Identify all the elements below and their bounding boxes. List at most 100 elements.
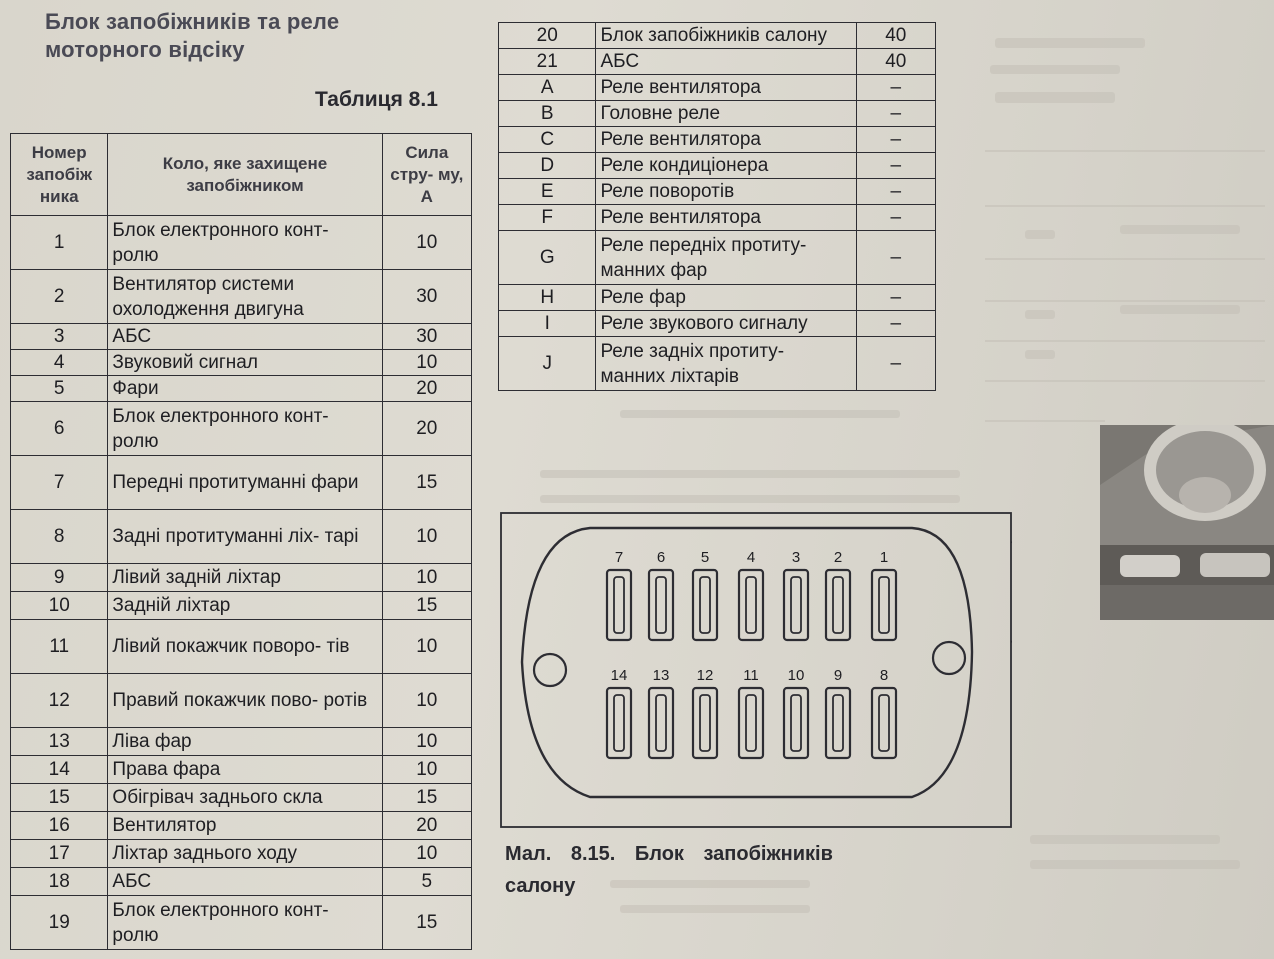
relay-current: – (855, 230, 937, 285)
fuse-circuit: Блок електронного конт- ролю (107, 401, 383, 456)
relay-id: D (497, 152, 597, 179)
fuse-number: 12 (9, 673, 109, 728)
relay-current: – (855, 178, 937, 205)
fuse-slot-contact (613, 694, 625, 752)
fuse-circuit: АБС (107, 323, 383, 350)
fuse-number: 16 (9, 811, 109, 840)
fuse-number: 2 (9, 269, 109, 324)
fuse-circuit: Обігрівач заднього скла (107, 783, 383, 812)
fuse-slot-label: 7 (615, 549, 623, 566)
fuse-slot-contact (790, 576, 802, 634)
relay-circuit: Реле кондиціонера (595, 152, 857, 179)
fuse-circuit: Звуковий сигнал (107, 349, 383, 376)
fuse-number: 11 (9, 619, 109, 674)
fuse-current: 10 (381, 619, 473, 674)
fuse-current: 10 (381, 215, 473, 270)
fuse-circuit: Вентилятор системи охолодження двигуна (107, 269, 383, 324)
fuse-number: 13 (9, 727, 109, 756)
fuse-slot-label: 12 (697, 667, 714, 684)
fuse-circuit: Блок електронного конт- ролю (107, 215, 383, 270)
header-current: Сила стру- му, А (381, 133, 473, 216)
fuse-circuit: Блок електронного конт- ролю (107, 895, 383, 950)
relay-circuit: Реле вентилятора (595, 126, 857, 153)
fuse-slot-label: 10 (788, 667, 805, 684)
fuse-circuit: Лівий покажчик поворо- тів (107, 619, 383, 674)
fuse-slot (647, 568, 675, 642)
fuse-slot (691, 686, 719, 760)
fuse-current: 30 (381, 269, 473, 324)
fuse-slot (870, 686, 898, 760)
fuse-circuit: Лівий задній ліхтар (107, 563, 383, 592)
fuse-current: 15 (381, 591, 473, 620)
fuse-number: 14 (9, 755, 109, 784)
fuse-number: 5 (9, 375, 109, 402)
relay-circuit: Блок запобіжників салону (595, 22, 857, 49)
fuse-block-outline (520, 526, 974, 799)
relay-id: A (497, 74, 597, 101)
fuse-current: 10 (381, 509, 473, 564)
figure-caption-line2: салону (505, 875, 576, 897)
fuse-number: 18 (9, 867, 109, 896)
fuse-slot (737, 686, 765, 760)
fuse-current: 10 (381, 673, 473, 728)
fuse-number: 8 (9, 509, 109, 564)
fuse-slot-contact (790, 694, 802, 752)
fuse-current: 10 (381, 727, 473, 756)
fuse-slot (605, 686, 633, 760)
relay-id: G (497, 230, 597, 285)
fuse-number: 3 (9, 323, 109, 350)
fuse-slot-contact (613, 576, 625, 634)
fuse-slot (737, 568, 765, 642)
fuse-slot-label: 14 (611, 667, 628, 684)
section-heading-line2: моторного відсіку (45, 37, 245, 62)
fuse-slot (605, 568, 633, 642)
section-heading: Блок запобіжників та реле моторного відс… (45, 8, 339, 64)
steering-wheel-icon (1144, 425, 1266, 521)
relay-id: J (497, 336, 597, 391)
relay-id: C (497, 126, 597, 153)
fuse-number: 9 (9, 563, 109, 592)
fuse-current: 15 (381, 455, 473, 510)
relay-current: – (855, 152, 937, 179)
fuse-current: 30 (381, 323, 473, 350)
relay-id: 20 (497, 22, 597, 49)
fuse-slot-label: 13 (653, 667, 670, 684)
relay-circuit: Реле вентилятора (595, 74, 857, 101)
car-interior-photo (1100, 425, 1274, 620)
fuse-circuit: Вентилятор (107, 811, 383, 840)
relay-current: 40 (855, 48, 937, 75)
fuse-slot-contact (745, 694, 757, 752)
relay-id: B (497, 100, 597, 127)
fuse-slot-contact (655, 576, 667, 634)
fuse-table-8-1: Номер запобіж ника Коло, яке захищене за… (9, 133, 473, 950)
relay-circuit: Реле задніх протиту- манних ліхтарів (595, 336, 857, 391)
fuse-number: 1 (9, 215, 109, 270)
fuse-current: 20 (381, 401, 473, 456)
relay-current: – (855, 100, 937, 127)
relay-circuit: Реле фар (595, 284, 857, 311)
fuse-number: 4 (9, 349, 109, 376)
fuse-slot-contact (878, 576, 890, 634)
fuse-current: 10 (381, 839, 473, 868)
fuse-slot-contact (832, 694, 844, 752)
fuse-slot-label: 9 (834, 667, 842, 684)
relay-current: – (855, 310, 937, 337)
